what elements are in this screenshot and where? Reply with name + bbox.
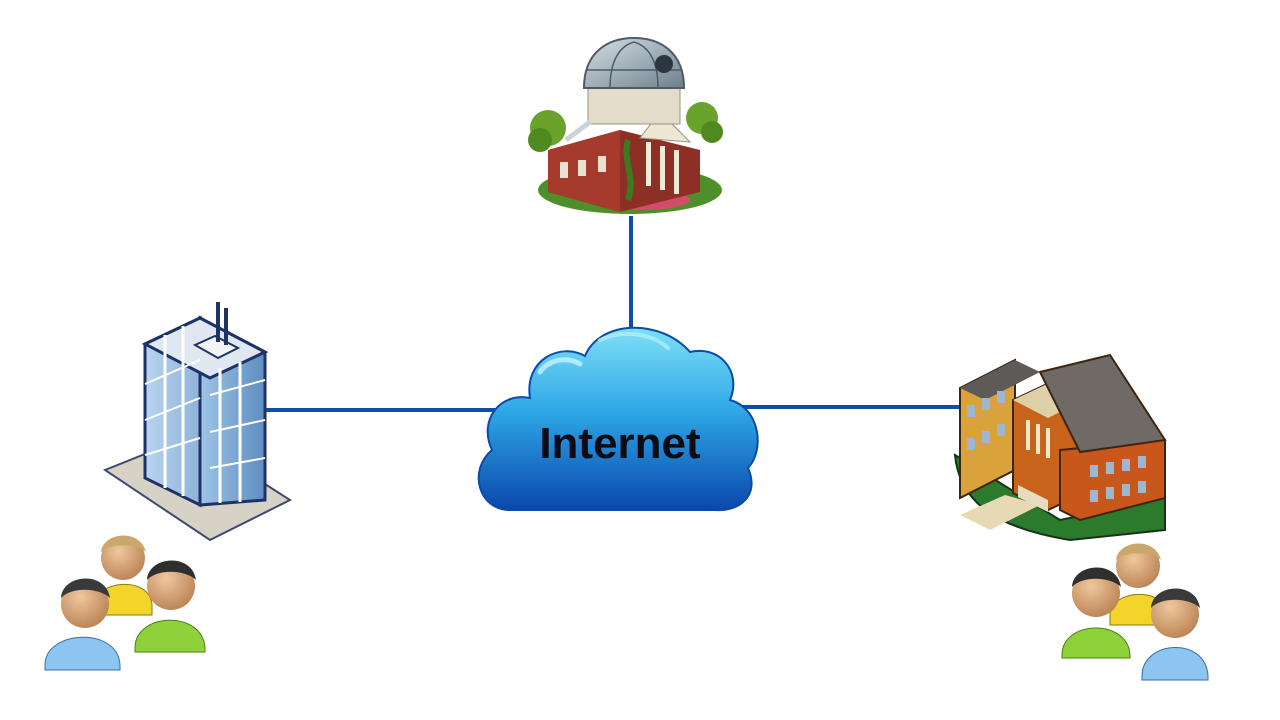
office-tower-icon: [102, 302, 293, 542]
school-building-icon: [953, 353, 1167, 542]
cloud-label: Internet: [539, 419, 701, 468]
observatory-icon: [528, 36, 723, 214]
user-group-left-icon: [44, 535, 206, 671]
links: [265, 216, 962, 412]
cloud-icon: [477, 326, 759, 512]
user-group-right-icon: [1061, 543, 1209, 681]
internet-cloud: Internet: [477, 326, 759, 512]
